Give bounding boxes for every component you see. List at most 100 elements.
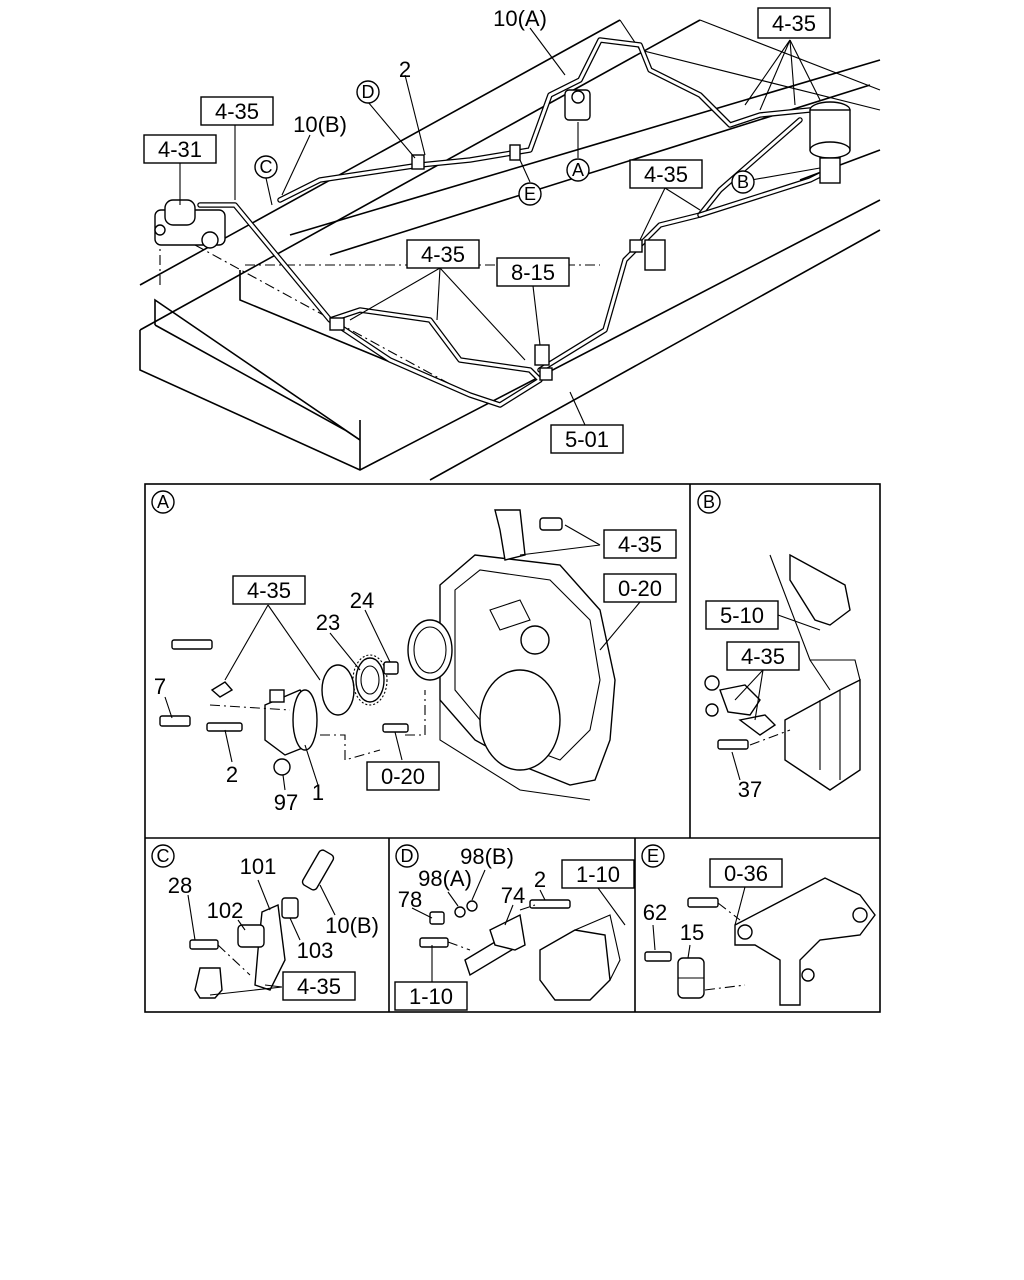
clip-15 [677,957,705,999]
clamp-b [704,675,777,736]
detail-a-leaders [164,524,641,791]
marker-b: B [731,170,755,194]
svg-text:A: A [572,160,584,180]
o-ring [321,664,355,716]
detail-c-ref-4-35: 4-35 [282,971,356,1001]
part-label-28: 28 [168,873,192,898]
ref-box-5-01: 5-01 [550,424,624,454]
detail-b: B 5-10 4-35 37 [697,490,861,802]
flare-nut-103 [281,897,299,919]
ref-box-4-31: 4-31 [143,134,217,164]
svg-text:0-20: 0-20 [618,576,662,601]
svg-text:E: E [524,184,536,204]
union-102 [237,924,265,948]
washer-98a [454,906,466,918]
ref-box-8-15: 8-15 [496,257,570,287]
svg-text:5-10: 5-10 [720,603,764,628]
detail-a: A [151,490,677,815]
part-label-2-a: 2 [226,762,238,787]
bolt-d-lower [419,937,449,948]
fluid-reservoir [809,101,851,184]
part-label-23: 23 [316,610,340,635]
part-label-24: 24 [350,588,374,613]
housing-bracket [494,509,563,561]
svg-text:D: D [401,846,414,866]
svg-text:4-35: 4-35 [421,242,465,267]
detail-e-marker: E [641,844,665,868]
housing-gasket [407,619,453,681]
detail-a-ref-0-20-bottom: 0-20 [366,761,440,791]
detail-a-ref-4-35-left: 4-35 [232,575,306,605]
part-label-98a: 98(A) [418,866,472,891]
detail-b-leaders [731,614,821,781]
part-label-102: 102 [207,898,244,923]
ref-box-4-35-mid: 4-35 [406,239,480,269]
overview-view: 4-35 4-35 4-31 4-35 4-35 8-15 5-01 10(A)… [139,6,881,481]
nut-78 [429,911,445,925]
detail-e-ref-0-36: 0-36 [709,858,783,888]
detail-e-leaders [652,886,746,959]
part-label-10a: 10(A) [493,6,547,31]
svg-text:C: C [157,846,170,866]
plate-74 [464,913,526,977]
marker-c: C [254,155,278,179]
ref-box-4-35-left: 4-35 [200,96,274,126]
part-label-1: 1 [312,780,324,805]
hose-end [194,967,223,999]
svg-text:C: C [260,157,273,177]
part-label-74: 74 [501,883,525,908]
part-label-62: 62 [643,900,667,925]
gear-23 [352,654,388,706]
detail-a-marker: A [151,490,175,514]
valve-unit [564,89,591,121]
svg-text:0-36: 0-36 [724,861,768,886]
bracket-1-10 [539,914,621,1001]
svg-text:4-35: 4-35 [618,532,662,557]
part-label-103: 103 [297,938,334,963]
svg-text:8-15: 8-15 [511,260,555,285]
pipe-clips [329,144,666,381]
detail-a-ref-4-35-top: 4-35 [603,529,677,559]
svg-text:4-35: 4-35 [215,99,259,124]
part-label-97: 97 [274,790,298,815]
svg-text:D: D [362,82,375,102]
part-label-10b: 10(B) [293,112,347,137]
svg-text:4-35: 4-35 [772,11,816,36]
svg-text:E: E [647,846,659,866]
bracket-0-36 [734,877,876,1006]
bolt-2-d [529,899,571,909]
detail-c-marker: C [151,844,175,868]
marker-e: E [518,182,542,206]
brake-pipes [197,37,833,408]
svg-text:4-35: 4-35 [741,644,785,669]
brake-booster [154,199,226,249]
detail-e: E 0-36 62 15 [641,844,876,1006]
svg-text:B: B [703,492,715,512]
detail-c: C 4-35 28 101 102 103 [151,844,379,1001]
ref-box-4-35-right: 4-35 [629,159,703,189]
part-label-10b-c: 10(B) [325,913,379,938]
detail-d-ref-1-10-bottom: 1-10 [394,981,468,1011]
detail-b-ref-4-35: 4-35 [726,641,800,671]
detail-b-marker: B [697,490,721,514]
bolt-37 [717,739,749,750]
bolts-a [159,639,409,776]
part-label-98b: 98(B) [460,844,514,869]
part-label-101: 101 [240,854,277,879]
part-label-2: 2 [399,57,411,82]
detail-d: D 1-10 1-10 [394,844,635,1011]
marker-a: A [566,158,590,182]
detail-b-ref-5-10: 5-10 [705,600,779,630]
detail-d-leaders [411,869,626,982]
svg-text:1-10: 1-10 [576,862,620,887]
detail-d-ref-1-10-top: 1-10 [561,859,635,889]
detail-a-ref-0-20-right: 0-20 [603,573,677,603]
nut-24 [383,661,399,675]
bolt-62 [644,951,672,962]
bolt-28 [189,939,219,950]
part-label-7: 7 [154,674,166,699]
detail-c-leaders [187,879,336,996]
flywheel-housing [439,554,616,801]
frame-rail-b [769,553,861,791]
part-label-78: 78 [398,887,422,912]
